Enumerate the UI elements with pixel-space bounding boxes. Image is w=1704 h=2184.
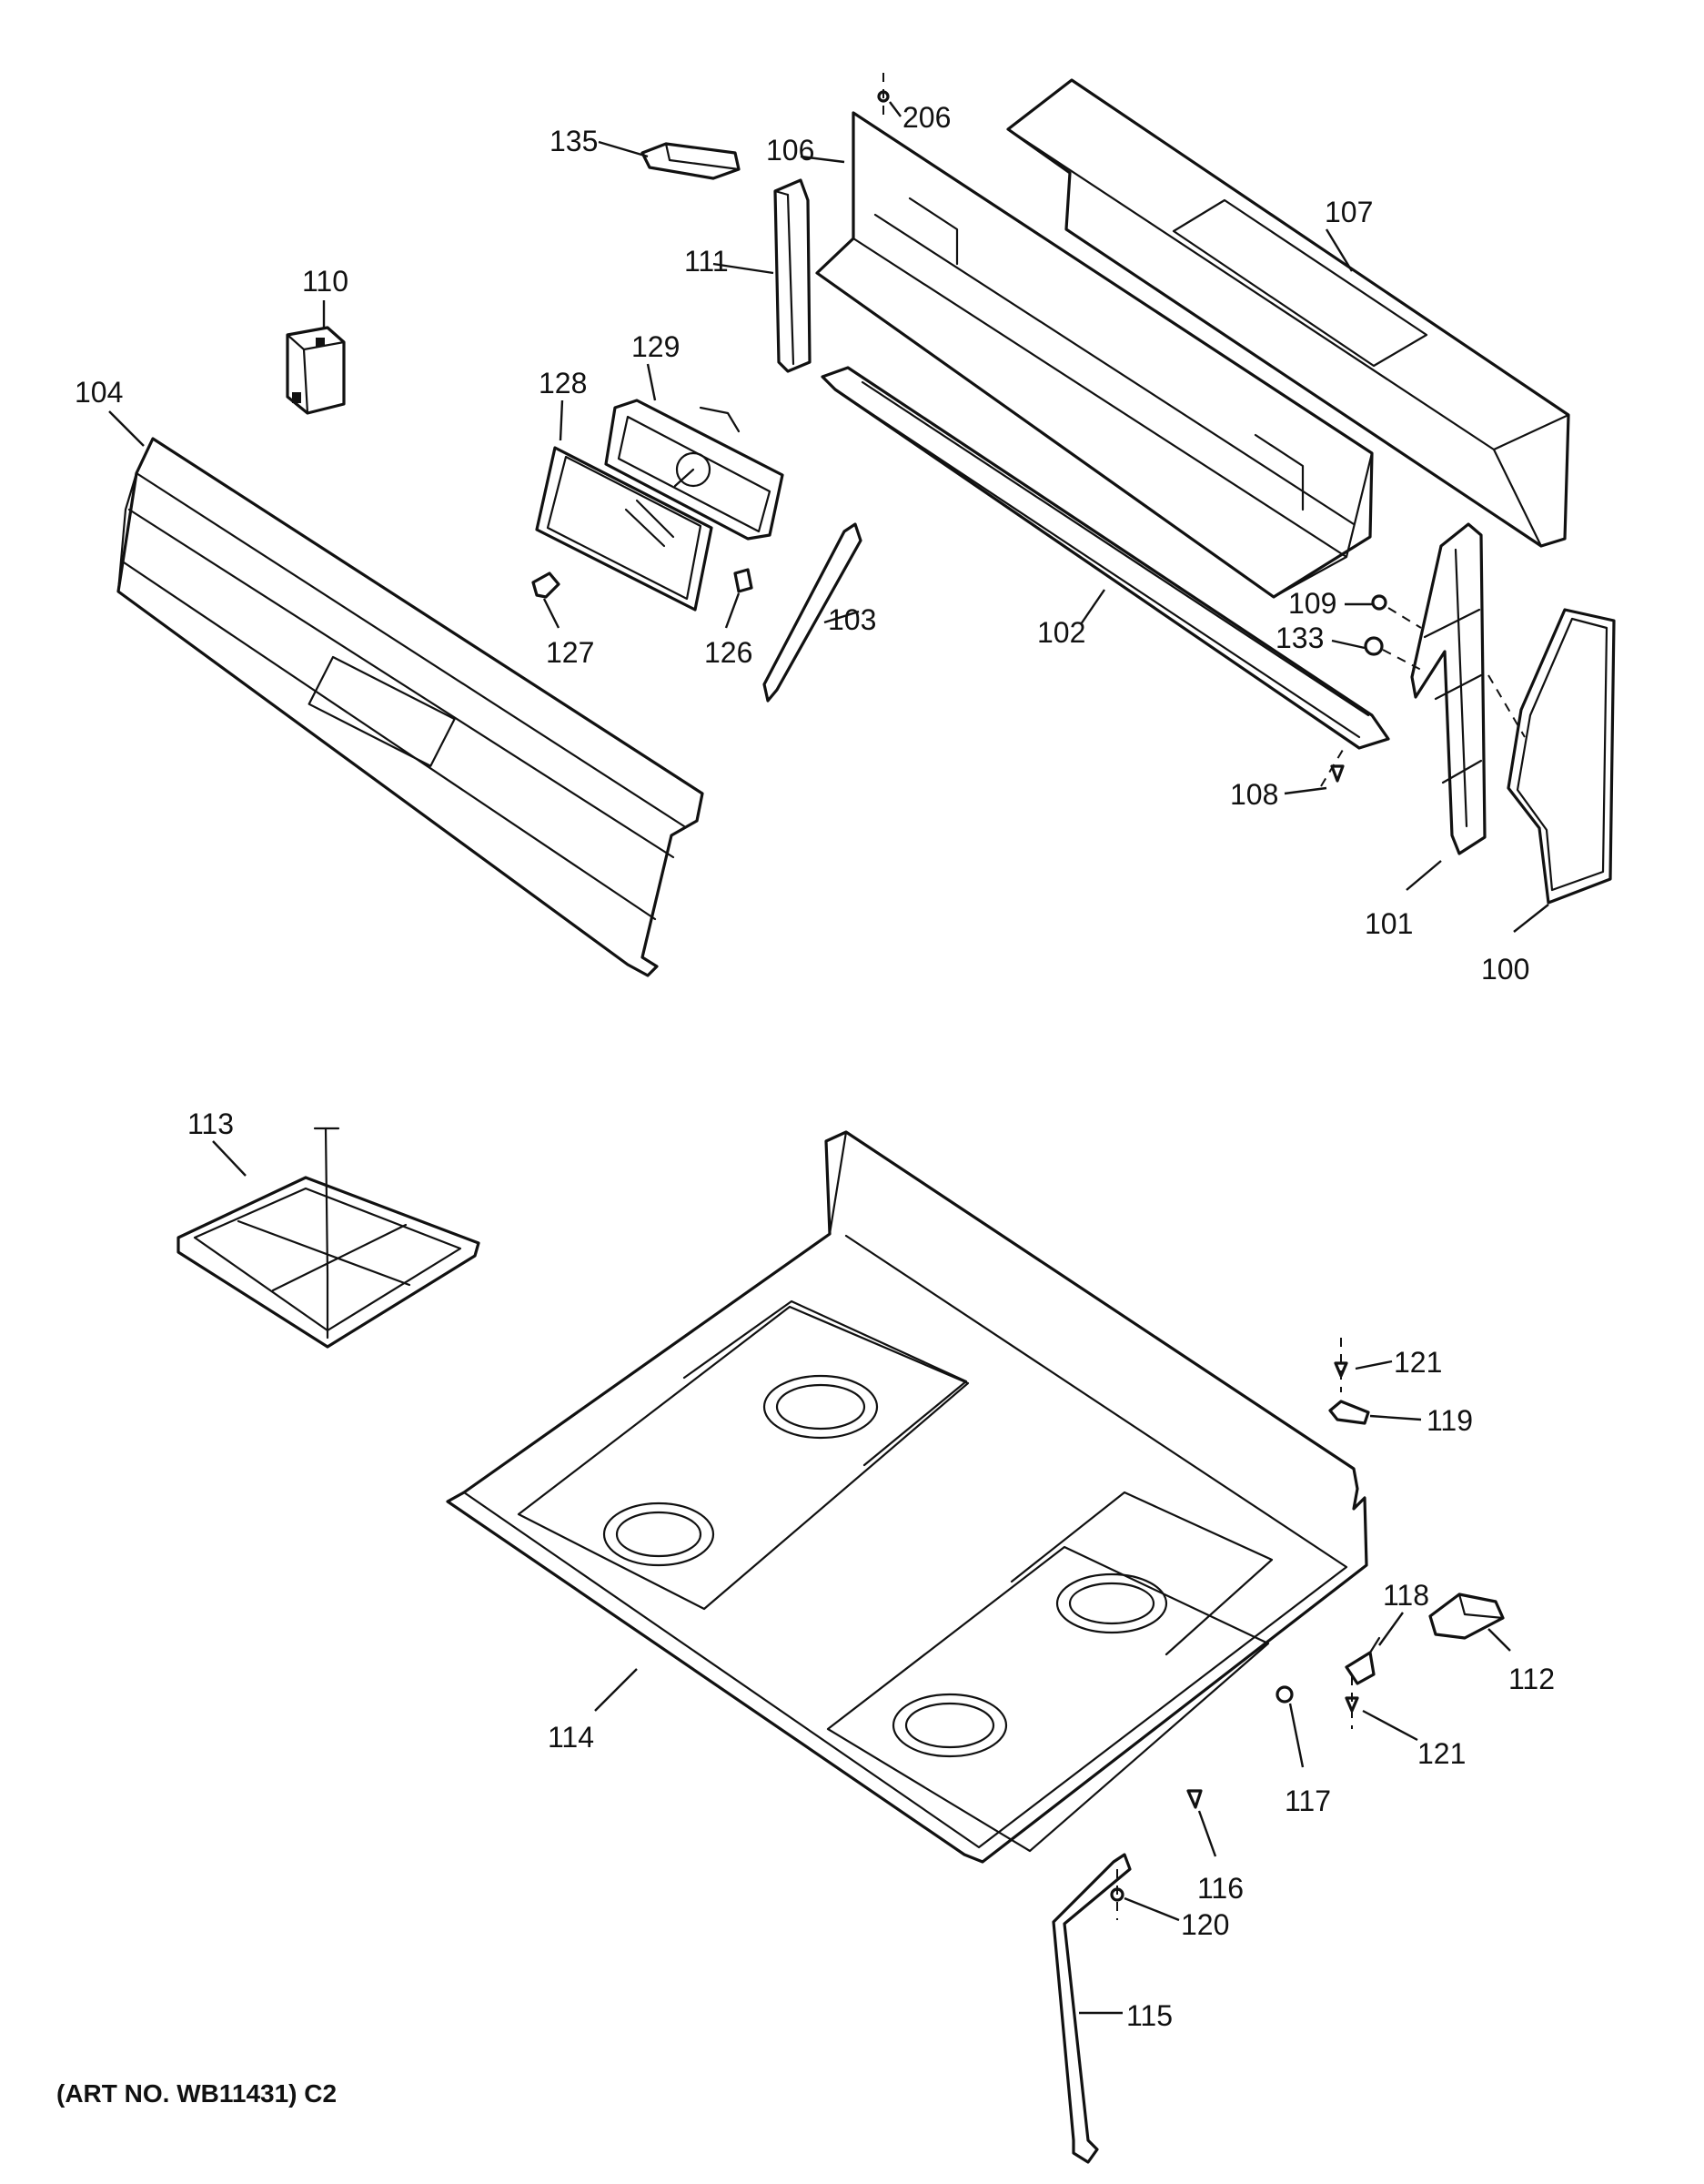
part-100-end-cap — [1507, 608, 1616, 905]
part-104-control-panel — [116, 437, 704, 977]
label-128: 128 — [539, 367, 587, 399]
label-118: 118 — [1383, 1579, 1429, 1612]
label-100: 100 — [1481, 953, 1529, 986]
part-115-rod — [1052, 1853, 1132, 2164]
label-116: 116 — [1197, 1872, 1244, 1905]
part-126-clip — [733, 568, 753, 593]
label-112: 112 — [1508, 1663, 1555, 1695]
label-129: 129 — [631, 330, 680, 363]
part-118-clip — [1345, 1636, 1381, 1685]
part-116-screw — [1186, 1789, 1203, 1809]
label-113: 113 — [187, 1107, 234, 1140]
fasteners-upper — [877, 73, 1526, 787]
part-133-nut — [1364, 636, 1384, 656]
label-104: 104 — [75, 376, 123, 409]
part-114-cooktop — [446, 1130, 1368, 1864]
label-110: 110 — [302, 265, 348, 298]
part-113-grate — [176, 1127, 480, 1349]
fasteners-lower — [1110, 1338, 1359, 1920]
label-133: 133 — [1275, 622, 1324, 654]
part-103-rod — [762, 522, 862, 703]
label-106: 106 — [766, 134, 814, 167]
label-119: 119 — [1427, 1404, 1473, 1437]
part-108-screw — [1330, 764, 1345, 783]
part-106-backguard — [815, 111, 1374, 599]
label-114: 114 — [548, 1721, 594, 1754]
label-127: 127 — [546, 636, 594, 669]
label-102: 102 — [1037, 616, 1085, 649]
part-127-bulb — [531, 571, 560, 599]
label-107: 107 — [1325, 196, 1373, 228]
leader-lines — [108, 101, 1549, 2015]
part-110-box — [286, 326, 346, 415]
label-111: 111 — [684, 245, 729, 278]
part-117-nut — [1275, 1685, 1294, 1704]
part-labels: 104 110 128 129 127 126 135 206 106 111 … — [75, 101, 1555, 2032]
label-108: 108 — [1230, 778, 1278, 811]
label-120: 120 — [1181, 1908, 1229, 1941]
label-135: 135 — [550, 125, 598, 157]
label-121-bottom: 121 — [1417, 1737, 1466, 1770]
label-117: 117 — [1285, 1785, 1331, 1817]
label-115: 115 — [1126, 1999, 1173, 2032]
label-103: 103 — [828, 603, 876, 636]
art-number-caption: (ART NO. WB11431) C2 — [56, 2079, 338, 2108]
part-135-bracket — [640, 142, 741, 180]
part-112-bracket — [1428, 1592, 1505, 1640]
label-126: 126 — [704, 636, 752, 669]
label-101: 101 — [1365, 907, 1413, 940]
label-206: 206 — [902, 101, 951, 134]
part-128-glass — [535, 446, 713, 612]
label-121-top: 121 — [1394, 1346, 1442, 1379]
part-119-clip — [1328, 1400, 1370, 1425]
label-109: 109 — [1288, 587, 1336, 620]
part-107-rear-panel — [1006, 78, 1570, 548]
part-101-side-bracket — [1410, 522, 1487, 855]
part-109-washer — [1371, 594, 1387, 611]
part-111-bracket — [773, 178, 812, 373]
part-102-bracket — [821, 366, 1390, 750]
part-129-clock — [604, 399, 784, 541]
